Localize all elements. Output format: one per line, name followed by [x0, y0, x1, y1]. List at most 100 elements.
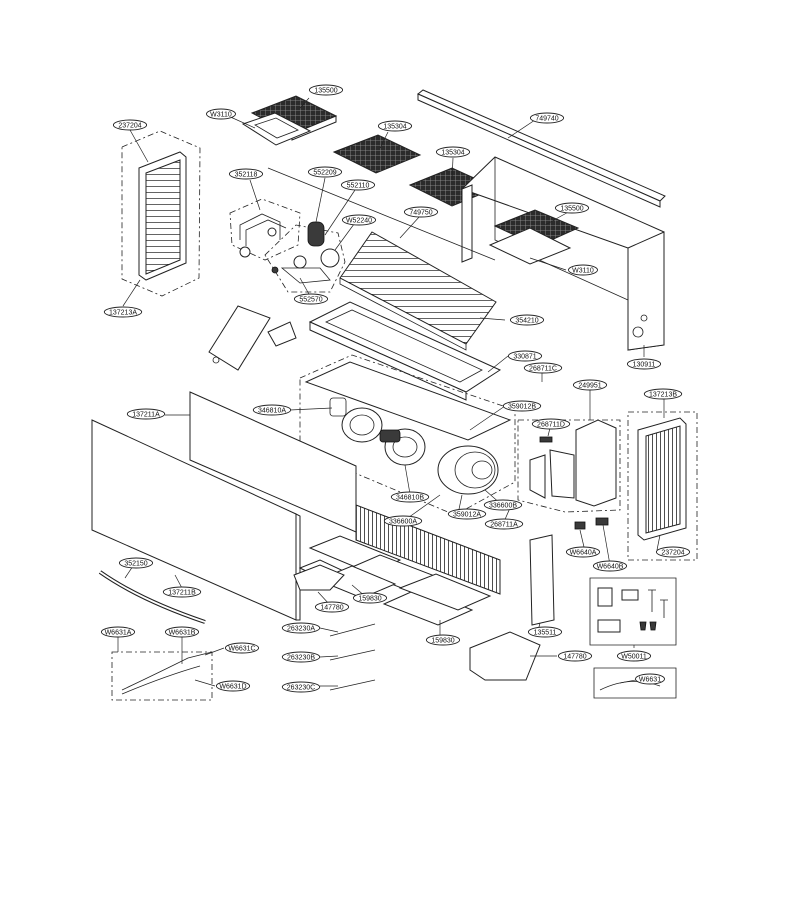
part-number-label: 552570: [299, 297, 322, 304]
callout-oval: [616, 650, 652, 662]
valve-bracket-352118: [229, 198, 301, 261]
callout-w6631a: W6631A: [100, 626, 136, 638]
part-number-label: 135304: [441, 150, 464, 157]
part-number-label: W3110: [210, 112, 232, 119]
callout-oval: [531, 418, 571, 430]
part-number-label: 237204: [118, 123, 141, 130]
callout-135500-b: 135500: [554, 202, 590, 214]
callout-w6640b: W6640B: [592, 560, 628, 572]
callout-oval: [435, 146, 471, 158]
callout-oval: [572, 379, 608, 391]
callout-oval: [507, 350, 543, 362]
callout-w3110-b: W3110: [568, 264, 598, 276]
part-number-label: 249951: [578, 383, 601, 390]
callout-oval: [403, 206, 439, 218]
callout-oval: [557, 650, 593, 662]
callout-346810a: 346810A: [252, 404, 292, 416]
callout-oval: [215, 680, 251, 692]
callout-w3110-a: W3110: [206, 108, 236, 120]
part-number-label: W6631B: [169, 630, 196, 637]
part-number-label: 137211A: [132, 412, 160, 419]
part-number-label: 137213A: [109, 310, 137, 317]
chassis-130911: [461, 156, 665, 351]
callout-oval: [126, 408, 166, 420]
callout-w50011: W50011: [616, 650, 652, 662]
callout-oval: [118, 557, 154, 569]
callout-oval: [635, 673, 665, 685]
drain-cover-147780-a: [293, 564, 345, 591]
callout-249951: 249951: [572, 379, 608, 391]
callout-159830-a: 159830: [352, 592, 388, 604]
part-number-label: 268711C: [529, 366, 557, 373]
callout-w6631b: W6631B: [164, 626, 200, 638]
part-number-label: 749740: [535, 116, 558, 123]
callout-oval: [293, 293, 329, 305]
electrical-box: [208, 305, 297, 371]
callout-oval: [502, 400, 542, 412]
callout-oval: [281, 651, 321, 663]
part-number-label: W6631A: [105, 630, 132, 637]
callout-137211a: 137211A: [126, 408, 166, 420]
part-number-label: 552209: [313, 170, 336, 177]
part-number-label: W6640B: [597, 564, 624, 571]
callout-552570: 552570: [293, 293, 329, 305]
callout-oval: [228, 168, 264, 180]
part-number-label: 359012A: [453, 512, 481, 519]
callout-352150: 352150: [118, 557, 154, 569]
part-number-label: 147780: [563, 654, 586, 661]
part-number-label: 552110: [347, 183, 370, 190]
part-number-label: 263230B: [287, 655, 315, 662]
part-number-label: 263230A: [287, 626, 315, 633]
callout-336600b: 336600B: [483, 499, 523, 511]
part-number-label: W6631: [639, 677, 661, 684]
callout-237204-b: 237204: [655, 546, 691, 558]
part-number-label: W6631C: [228, 646, 255, 653]
front-panel-137211b: [91, 419, 301, 621]
part-number-label: 135304: [383, 124, 406, 131]
callout-oval: [565, 546, 601, 558]
drain-hose-352150: [98, 570, 206, 624]
callout-137213a: 137213A: [103, 306, 143, 318]
part-number-label: 336600A: [389, 519, 417, 526]
callout-oval: [509, 314, 545, 326]
part-number-label: W3110: [572, 268, 594, 275]
rail-749740: [417, 89, 666, 208]
part-number-label: W6640A: [570, 550, 597, 557]
callout-oval: [162, 586, 202, 598]
callout-552110: 552110: [340, 179, 376, 191]
callout-147780-a: 147780: [314, 601, 350, 613]
part-number-label: 263230C: [287, 685, 315, 692]
callout-oval: [390, 491, 430, 503]
callout-263230b: 263230B: [281, 651, 321, 663]
air-filter-135304-a: [332, 134, 422, 174]
part-number-label: 352150: [124, 561, 147, 568]
callout-oval: [523, 362, 563, 374]
part-number-label: 330871: [513, 354, 536, 361]
part-number-label: 135500: [314, 88, 337, 95]
callout-oval: [529, 112, 565, 124]
part-number-label: 354210: [515, 318, 538, 325]
callout-oval: [308, 84, 344, 96]
callout-oval: [425, 634, 461, 646]
callout-oval: [377, 120, 413, 132]
part-number-label: 137211B: [168, 590, 196, 597]
control-box-249951: [517, 419, 621, 530]
callout-552209: 552209: [307, 166, 343, 178]
part-number-label: 237204: [661, 550, 684, 557]
part-number-label: 135511: [534, 630, 557, 637]
callout-oval: [224, 642, 260, 654]
part-number-label: 147780: [320, 605, 343, 612]
drain-cover-147780-b: [469, 631, 541, 681]
part-number-label: 130911: [633, 362, 656, 369]
callout-oval: [340, 179, 376, 191]
part-number-label: 336600B: [489, 503, 517, 510]
callout-137213b: 137213B: [643, 388, 683, 400]
callout-oval: [484, 518, 524, 530]
callout-oval: [103, 306, 143, 318]
callout-w6631: W6631: [635, 673, 665, 685]
heat-exchanger-coil-354210: [267, 167, 497, 351]
part-number-label: 268711D: [537, 422, 565, 429]
part-number-label: 749750: [409, 210, 432, 217]
callout-749750: 749750: [403, 206, 439, 218]
part-number-label: 346810A: [258, 408, 286, 415]
